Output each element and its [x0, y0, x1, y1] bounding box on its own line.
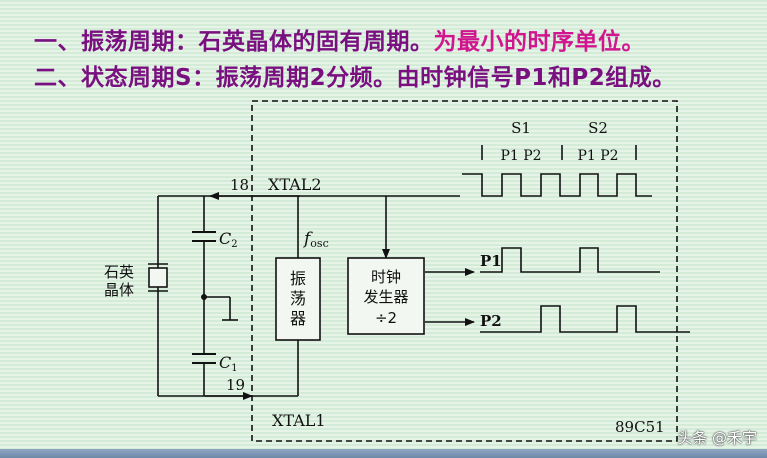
heading-line-1: 一、振荡周期：石英晶体的固有周期。为最小的时序单位。 [34, 22, 645, 56]
c1-label: C1 [219, 353, 238, 374]
c2-subscript: 2 [231, 239, 237, 250]
oscillator-waveform [462, 173, 652, 197]
c2-main: C [219, 229, 231, 248]
xtal1-label: XTAL1 [272, 411, 326, 430]
c1-main: C [219, 353, 231, 372]
crystal-label-line-2: 晶体 [104, 281, 134, 299]
capacitor-c1 [192, 353, 216, 364]
state-period-brackets [481, 145, 637, 160]
watermark: 头条 @禾宇 [677, 429, 757, 447]
xtal2-label: XTAL2 [268, 175, 322, 194]
p1-label: P1 [480, 252, 502, 270]
c2-label: C2 [219, 229, 238, 250]
chip-label: 89C51 [615, 418, 665, 436]
state-s2-label: S2 [588, 119, 608, 137]
crystal-symbol [148, 263, 168, 292]
oscillator-char-1: 振 [290, 269, 306, 288]
clock-gen-line-2: 发生器 [363, 288, 408, 306]
heading-line-1-main: 一、振荡周期：石英晶体的固有周期。 [34, 29, 434, 55]
capacitor-c2 [192, 231, 216, 242]
p2-label: P2 [480, 312, 502, 330]
oscillator-char-2: 荡 [290, 289, 306, 308]
state-s1-label: S1 [511, 119, 531, 137]
fosc-label: fosc [302, 229, 329, 250]
circuit-wires [157, 192, 475, 400]
fosc-subscript: osc [310, 237, 328, 250]
s2-phase-labels: P1 P2 [577, 148, 618, 164]
clock-gen-line-1: 时钟 [371, 268, 401, 286]
clock-gen-line-3: ÷2 [375, 309, 397, 327]
bottom-bar [0, 449, 767, 458]
heading-line-2: 二、状态周期S：振荡周期2分频。由时钟信号P1和P2组成。 [34, 65, 676, 91]
s1-phase-labels: P1 P2 [500, 148, 541, 164]
fosc-f: f [302, 229, 313, 249]
p1-waveform [480, 247, 660, 273]
chip-boundary [251, 100, 678, 442]
c1-subscript: 1 [231, 363, 237, 374]
oscillator-char-3: 器 [290, 309, 306, 328]
clock-generator-block [347, 257, 425, 335]
heading-line-1-emphasis: 为最小的时序单位。 [433, 29, 645, 55]
oscillator-block [275, 257, 321, 341]
crystal-label-line-1: 石英 [104, 263, 134, 281]
pin-18-label: 18 [230, 176, 249, 194]
p2-waveform [480, 305, 690, 333]
junction-dot [201, 294, 207, 300]
pin-19-label: 19 [226, 376, 245, 394]
